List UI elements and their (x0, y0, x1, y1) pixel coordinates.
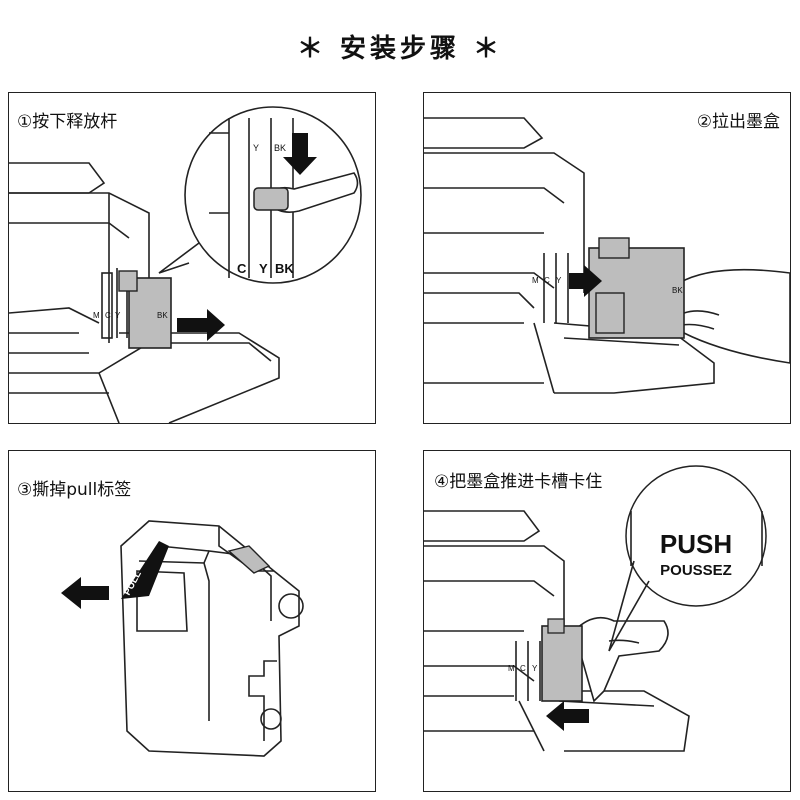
step1-bubble-bk: BK (275, 261, 294, 276)
step1-cart-bk: BK (157, 311, 168, 320)
step1-bubble-y: Y (259, 261, 268, 276)
step2-slot-c: C (544, 276, 550, 285)
step-3-panel: ③撕掉pull标签 PULL (8, 450, 376, 792)
step1-slot-y: Y (115, 311, 121, 320)
step1-bubble-top-bk: BK (274, 143, 286, 153)
step4-slot-y: Y (532, 664, 538, 673)
step2-slot-y: Y (556, 276, 562, 285)
step-1-label: ①按下释放杆 (17, 112, 118, 132)
step-2-panel: ②拉出墨盒 M C Y (423, 92, 791, 424)
step1-bubble-c: C (237, 261, 247, 276)
step-4-label: ④把墨盒推进卡槽卡住 (434, 472, 603, 492)
step-2-illustration: M C Y BK (424, 117, 790, 394)
step1-bubble-top-y: Y (253, 143, 259, 153)
step-1-illustration: M C Y BK Y BK C Y BK (9, 106, 362, 423)
poussez-label: POUSSEZ (660, 562, 732, 579)
step-3-illustration: PULL (61, 520, 304, 757)
step1-slot-m: M (93, 311, 100, 320)
step2-cart-bk: BK (672, 286, 683, 295)
step1-slot-c: C (105, 311, 111, 320)
step-4-illustration: M C Y (424, 465, 767, 752)
step-2-label: ②拉出墨盒 (696, 112, 780, 132)
step-3-label: ③撕掉pull标签 (17, 480, 132, 500)
push-label: PUSH (659, 529, 733, 559)
step4-slot-m: M (508, 664, 515, 673)
step-4-panel: ④把墨盒推进卡槽卡住 (423, 450, 791, 792)
step4-slot-c: C (520, 664, 526, 673)
page-title: ＊ 安装步骤 ＊ (296, 34, 504, 64)
step2-slot-m: M (532, 276, 539, 285)
step-1-panel: ①按下释放杆 (8, 92, 376, 424)
